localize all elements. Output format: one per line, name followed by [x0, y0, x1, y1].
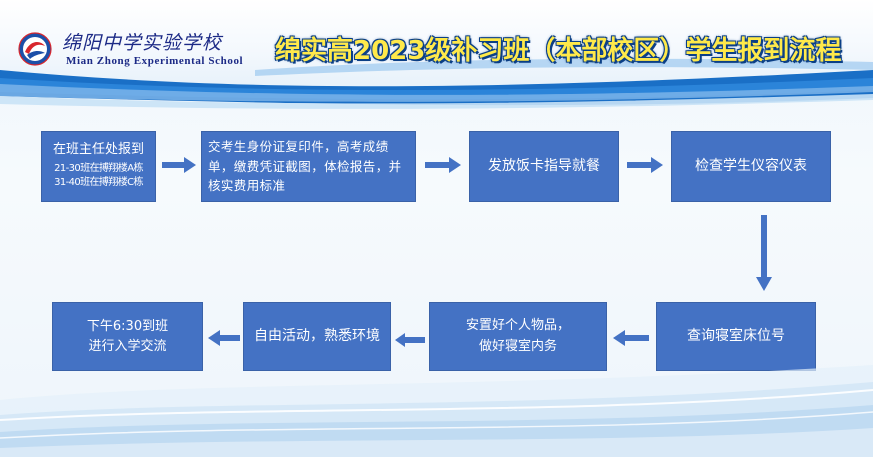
school-name-en: Mian Zhong Experimental School [66, 55, 244, 67]
step-1-detail-b: 31-40班在搏翔楼C栋 [54, 177, 143, 189]
step-2-submit-documents: 交考生身份证复印件，高考成绩单，缴费凭证截图，体检报告，并核实费用标准 [201, 131, 416, 202]
header-wave-decoration [0, 58, 873, 109]
arrow-down-icon [756, 215, 772, 291]
step-6-line-2: 做好寝室内务 [478, 338, 557, 354]
step-1-detail-a: 21-30班在搏翔楼A栋 [54, 162, 143, 174]
page-title: 绵实高2023级补习班（本部校区）学生报到流程 [275, 36, 842, 66]
step-7-text: 自由活动，熟悉环境 [254, 327, 380, 344]
footer-wave-decoration [0, 365, 873, 457]
arrow-right-icon [162, 157, 196, 173]
step-1-report-to-head-teacher: 在班主任处报到 21-30班在搏翔楼A栋 31-40班在搏翔楼C栋 [41, 131, 156, 202]
arrow-left-icon [395, 333, 425, 347]
step-4-text: 检查学生仪容仪表 [695, 157, 807, 174]
arrow-left-icon [208, 330, 240, 346]
step-6-line-1: 安置好个人物品， [465, 318, 570, 334]
school-emblem-icon [18, 32, 52, 66]
step-4-appearance-check: 检查学生仪容仪表 [671, 131, 831, 202]
step-6-settle-belongings: 安置好个人物品， 做好寝室内务 [429, 302, 607, 371]
step-1-title: 在班主任处报到 [52, 142, 144, 158]
step-5-dorm-bed-lookup: 查询寝室床位号 [656, 302, 816, 371]
step-7-free-activity: 自由活动，熟悉环境 [243, 302, 391, 371]
school-name-cn: 绵阳中学实验学校 [62, 32, 223, 54]
arrow-right-icon [425, 157, 461, 173]
step-3-text: 发放饭卡指导就餐 [488, 157, 600, 174]
step-8-class-meeting: 下午6:30到班 进行入学交流 [52, 302, 203, 371]
step-3-meal-card: 发放饭卡指导就餐 [469, 131, 619, 202]
step-8-line-1: 下午6:30到班 [86, 319, 169, 334]
arrow-left-icon [613, 330, 649, 346]
arrow-right-icon [627, 157, 663, 173]
step-2-text: 交考生身份证复印件，高考成绩单，缴费凭证截图，体检报告，并核实费用标准 [208, 139, 402, 194]
step-8-line-2: 进行入学交流 [88, 338, 167, 354]
step-5-text: 查询寝室床位号 [687, 327, 785, 344]
